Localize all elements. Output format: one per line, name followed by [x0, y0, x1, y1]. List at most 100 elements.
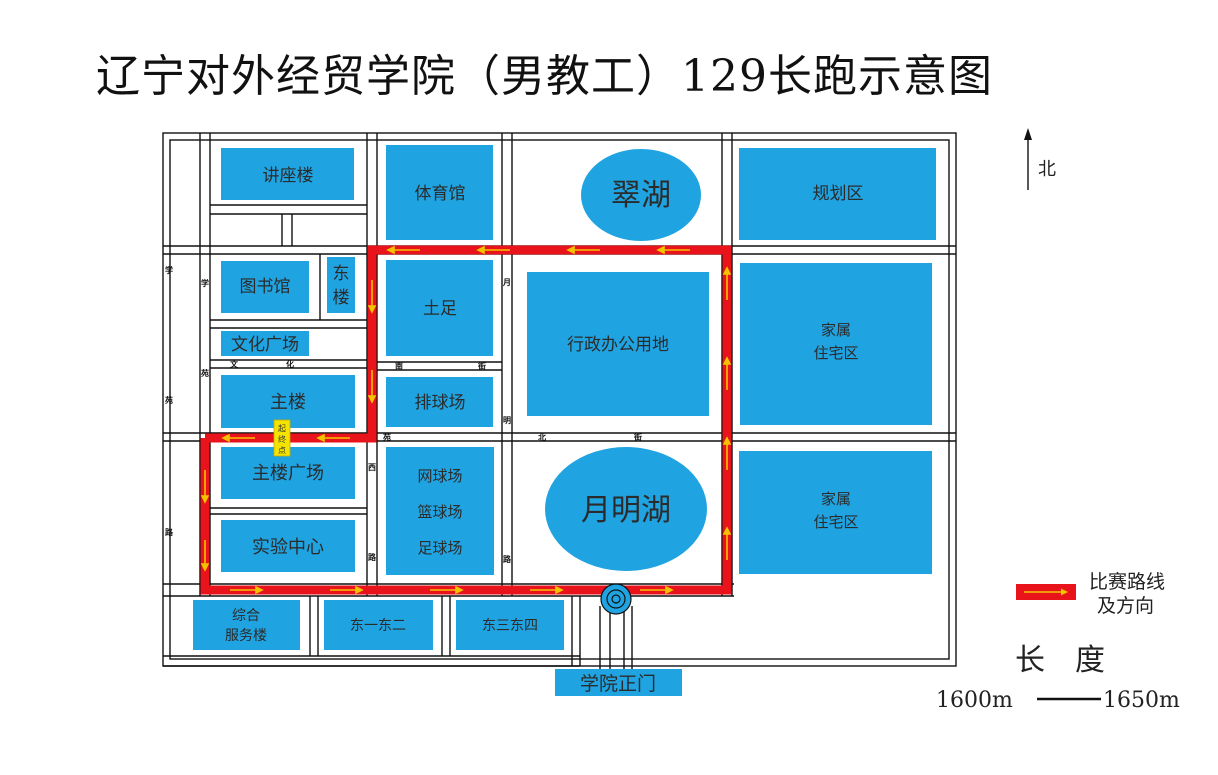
road-label: 西	[368, 463, 376, 472]
label-dorm-12: 东一东二	[350, 618, 406, 634]
lake-cui	[581, 149, 701, 241]
lake-yueming	[545, 447, 707, 571]
race-route	[200, 245, 732, 595]
arrow-icon	[367, 370, 377, 404]
legend-label: 及方向	[1097, 595, 1154, 617]
page-title: 辽宁对外经贸学院（男教工）129长跑示意图	[96, 51, 993, 102]
road-label: 苑	[164, 395, 173, 405]
label-volleyball: 排球场	[415, 393, 466, 413]
label-service: 服务楼	[225, 628, 267, 644]
length-to: 1650m	[1103, 688, 1180, 713]
block-lab	[221, 520, 355, 572]
block-family-north	[740, 263, 932, 425]
road-grid	[162, 132, 957, 680]
label-family-south: 住宅区	[813, 513, 858, 531]
road-label: 学	[165, 265, 173, 275]
block-gym	[386, 145, 493, 240]
road-label: 路	[165, 527, 174, 537]
start-label: 起	[278, 424, 286, 433]
arrow-icon	[430, 585, 464, 595]
block-volleyball	[386, 377, 493, 427]
arrow-icon	[221, 433, 255, 443]
label-east-building: 东	[333, 264, 350, 284]
block-family-south	[739, 451, 932, 574]
label-library: 图书馆	[240, 277, 291, 297]
label-gym: 体育馆	[415, 184, 466, 204]
block-admin	[527, 272, 709, 416]
road-label: 南	[395, 361, 403, 371]
legend-label: 比赛路线	[1089, 571, 1165, 593]
label-lake-yueming: 月明湖	[581, 493, 671, 528]
block-library	[221, 261, 309, 313]
label-football: 足球场	[417, 539, 462, 557]
start-label: 终	[278, 434, 286, 444]
arrow-icon	[367, 280, 377, 314]
road-label: 路	[503, 554, 512, 564]
arrow-icon	[566, 245, 600, 255]
arrow-icon	[316, 433, 350, 443]
label-service: 综合	[232, 608, 260, 624]
length-info: 长 度 1600m 1650m	[936, 643, 1180, 713]
start-finish-marker: 起 终 点	[273, 419, 291, 457]
label-admin: 行政办公用地	[567, 335, 669, 355]
road-label: 苑	[382, 432, 391, 442]
building-labels: 讲座楼 体育馆 翠湖 规划区 图书馆 东 楼 土足 行政办公用地 家属 住宅区 …	[225, 166, 864, 695]
label-gate: 学院正门	[580, 673, 656, 695]
road-label: 月	[502, 278, 511, 287]
block-soccer	[386, 260, 493, 356]
length-from: 1600m	[936, 688, 1013, 713]
road-label: 苑	[200, 368, 209, 378]
label-basketball: 篮球场	[417, 503, 462, 521]
label-family-north: 住宅区	[813, 344, 858, 362]
block-culture-square	[221, 331, 309, 356]
road-label: 学	[201, 278, 209, 288]
north-arrow-icon	[1024, 128, 1032, 140]
arrow-icon	[386, 245, 420, 255]
north-label: 北	[1038, 159, 1056, 180]
arrow-icon	[530, 585, 564, 595]
label-family-south: 家属	[821, 490, 851, 508]
label-culture-square: 文化广场	[231, 335, 299, 355]
legend-arrow-icon	[1061, 588, 1068, 596]
road-label: 明	[503, 416, 511, 425]
label-lecture: 讲座楼	[263, 166, 314, 186]
route-legend: 比赛路线 及方向	[1016, 571, 1165, 617]
road-label: 北	[538, 432, 546, 442]
block-planning	[739, 148, 936, 240]
block-dorm-12	[324, 600, 433, 650]
block-gate	[555, 669, 682, 696]
route-arrows	[200, 245, 732, 595]
block-east-building	[327, 257, 355, 313]
road-label: 街	[633, 432, 642, 442]
block-main	[221, 375, 355, 428]
arrow-icon	[230, 585, 264, 595]
label-dorm-34: 东三东四	[482, 618, 538, 634]
arrow-icon	[722, 356, 732, 390]
arrow-icon	[200, 540, 210, 572]
label-planning: 规划区	[813, 184, 864, 204]
arrow-icon	[476, 245, 510, 255]
label-soccer: 土足	[423, 299, 457, 319]
arrow-icon	[722, 526, 732, 560]
arrow-icon	[722, 436, 732, 470]
arrow-icon	[200, 470, 210, 504]
label-family-north: 家属	[821, 321, 851, 339]
label-east-building: 楼	[333, 288, 350, 308]
gate-roundabout	[600, 583, 632, 615]
start-label: 点	[278, 446, 286, 455]
length-heading: 长 度	[1015, 643, 1105, 678]
label-main-square: 主楼广场	[252, 463, 324, 484]
block-service	[193, 600, 300, 650]
arrow-icon	[722, 266, 732, 300]
label-main: 主楼	[270, 392, 306, 413]
north-arrow: 北	[1024, 128, 1056, 190]
building-blocks	[193, 145, 936, 696]
label-lab: 实验中心	[252, 537, 324, 558]
block-lecture	[221, 148, 354, 200]
road-label: 化	[286, 359, 294, 369]
road-label: 路	[368, 552, 377, 562]
arrow-icon	[330, 585, 364, 595]
road-label: 街	[477, 361, 486, 371]
arrow-icon	[640, 585, 674, 595]
